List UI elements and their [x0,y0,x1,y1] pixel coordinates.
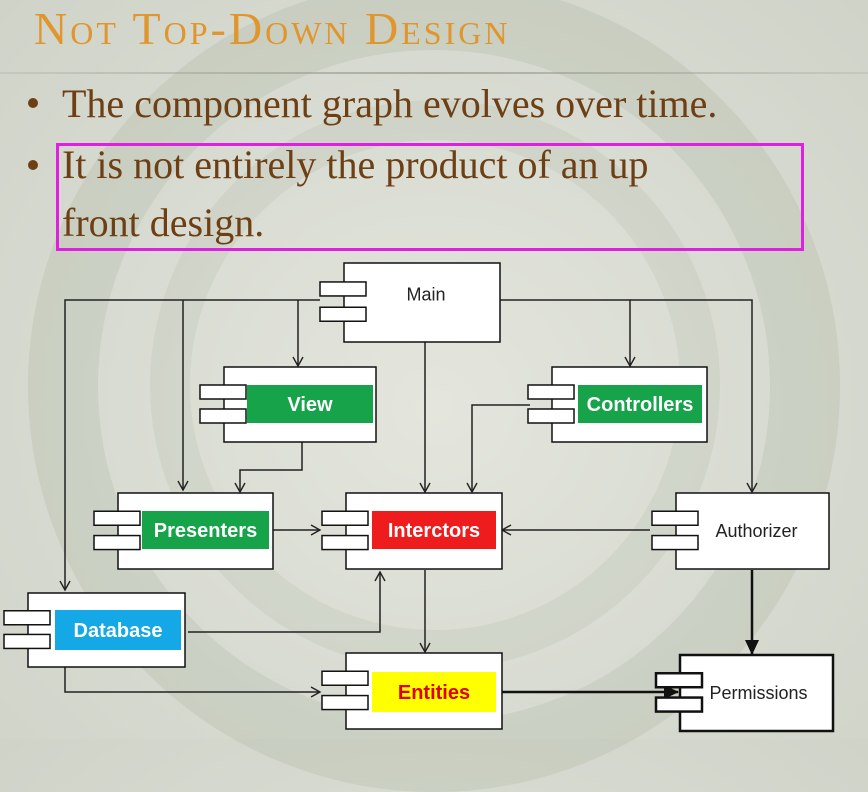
component-database-highlight [55,610,181,650]
component-port-icon [651,534,699,551]
component-controllers-label: Controllers [587,394,694,416]
component-entities: Entities [321,652,503,730]
component-database-label: Database [74,620,163,642]
component-view-label: View [287,394,333,416]
edge-controllers-interactors [466,404,530,494]
edge-database-interactors [188,570,386,633]
component-presenters: Presenters [93,492,274,570]
component-port-icon [319,306,367,322]
component-port-icon [527,384,575,400]
bullet-2-text-line-2: front design. [62,200,265,245]
component-presenters-highlight [142,511,269,549]
component-interactors-highlight [372,511,496,549]
bullet-2-text-line-1: It is not entirely the product of an up [62,142,649,187]
component-entities-highlight [372,672,496,712]
component-view-highlight [247,385,373,423]
bullet-dot-icon [28,98,38,108]
component-database: Database [3,592,186,668]
component-interactors: Interctors [321,492,503,570]
component-permissions: Permissions [654,653,835,733]
component-port-icon [321,670,369,686]
component-port-icon [199,384,247,400]
edge-main-database [59,299,320,592]
component-authorizer-label: Authorizer [715,521,797,541]
component-view: View [199,366,377,443]
highlight-box [56,143,804,251]
component-authorizer: Authorizer [651,492,830,570]
component-port-icon [93,534,141,551]
edge-main-authorizer [630,299,758,494]
component-controllers-highlight [578,385,702,423]
component-port-icon [321,694,369,711]
component-port-icon [319,281,367,297]
component-port-icon [654,696,704,713]
edge-main-controllers [500,299,636,368]
component-port-icon [3,633,51,650]
component-entities-label: Entities [398,682,470,704]
component-permissions-label: Permissions [709,683,807,703]
component-port-icon [3,610,51,626]
title-divider [0,72,868,74]
component-port-icon [321,534,369,551]
component-controllers: Controllers [527,366,708,443]
component-presenters-label: Presenters [154,520,257,542]
slide-title: Not Top-Down Design [34,3,511,54]
bullet-dot-icon [28,160,38,170]
component-port-icon [93,510,141,526]
component-port-icon [651,510,699,526]
bullet-1-text: The component graph evolves over time. [62,81,718,126]
diagram-bold-edges [502,570,759,699]
component-main: Main [319,262,501,343]
component-port-icon [199,408,247,424]
component-port-icon [654,671,704,689]
component-port-icon [321,510,369,526]
component-main-label: Main [406,285,445,305]
component-port-icon [527,408,575,424]
component-interactors-label: Interctors [388,520,480,542]
edge-view-presenters [234,442,303,494]
